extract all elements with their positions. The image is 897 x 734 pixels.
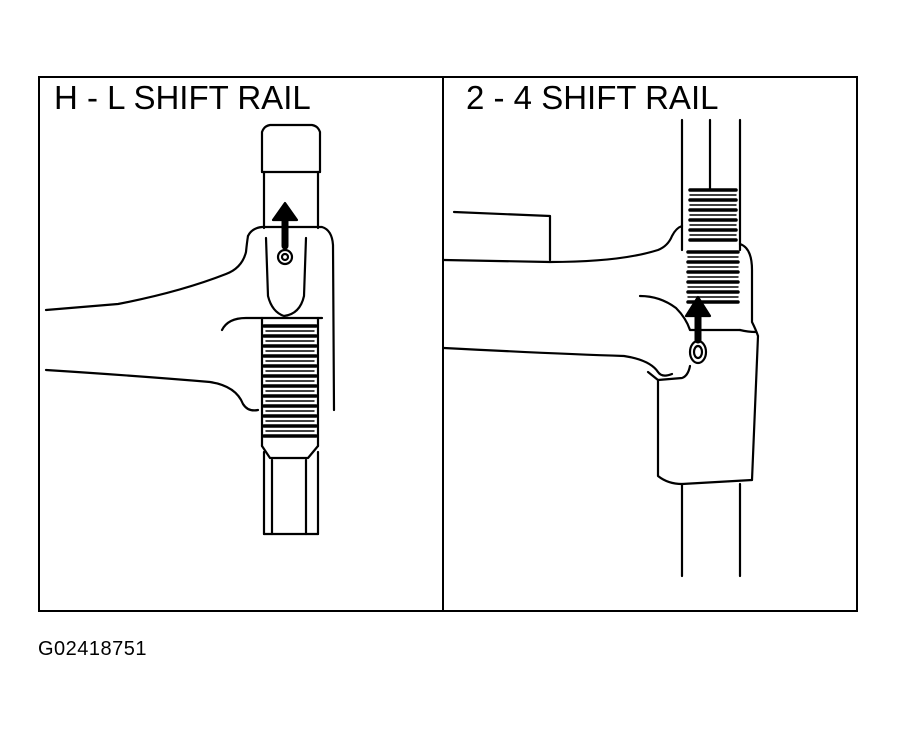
panel-divider [442,78,444,610]
hl-shift-rail-drawing [44,123,336,536]
hl-rail-threads [262,324,318,438]
diagram-frame: H - L SHIFT RAIL 2 - 4 SHIFT RAIL [38,76,858,612]
figure-id-label: G02418751 [38,638,148,660]
panel-title-24-shift-rail: 2 - 4 SHIFT RAIL [466,79,719,116]
24-shift-rail-drawing [442,118,760,578]
24-rail-threads [686,188,740,304]
panel-title-hl-shift-rail: H - L SHIFT RAIL [54,79,311,116]
